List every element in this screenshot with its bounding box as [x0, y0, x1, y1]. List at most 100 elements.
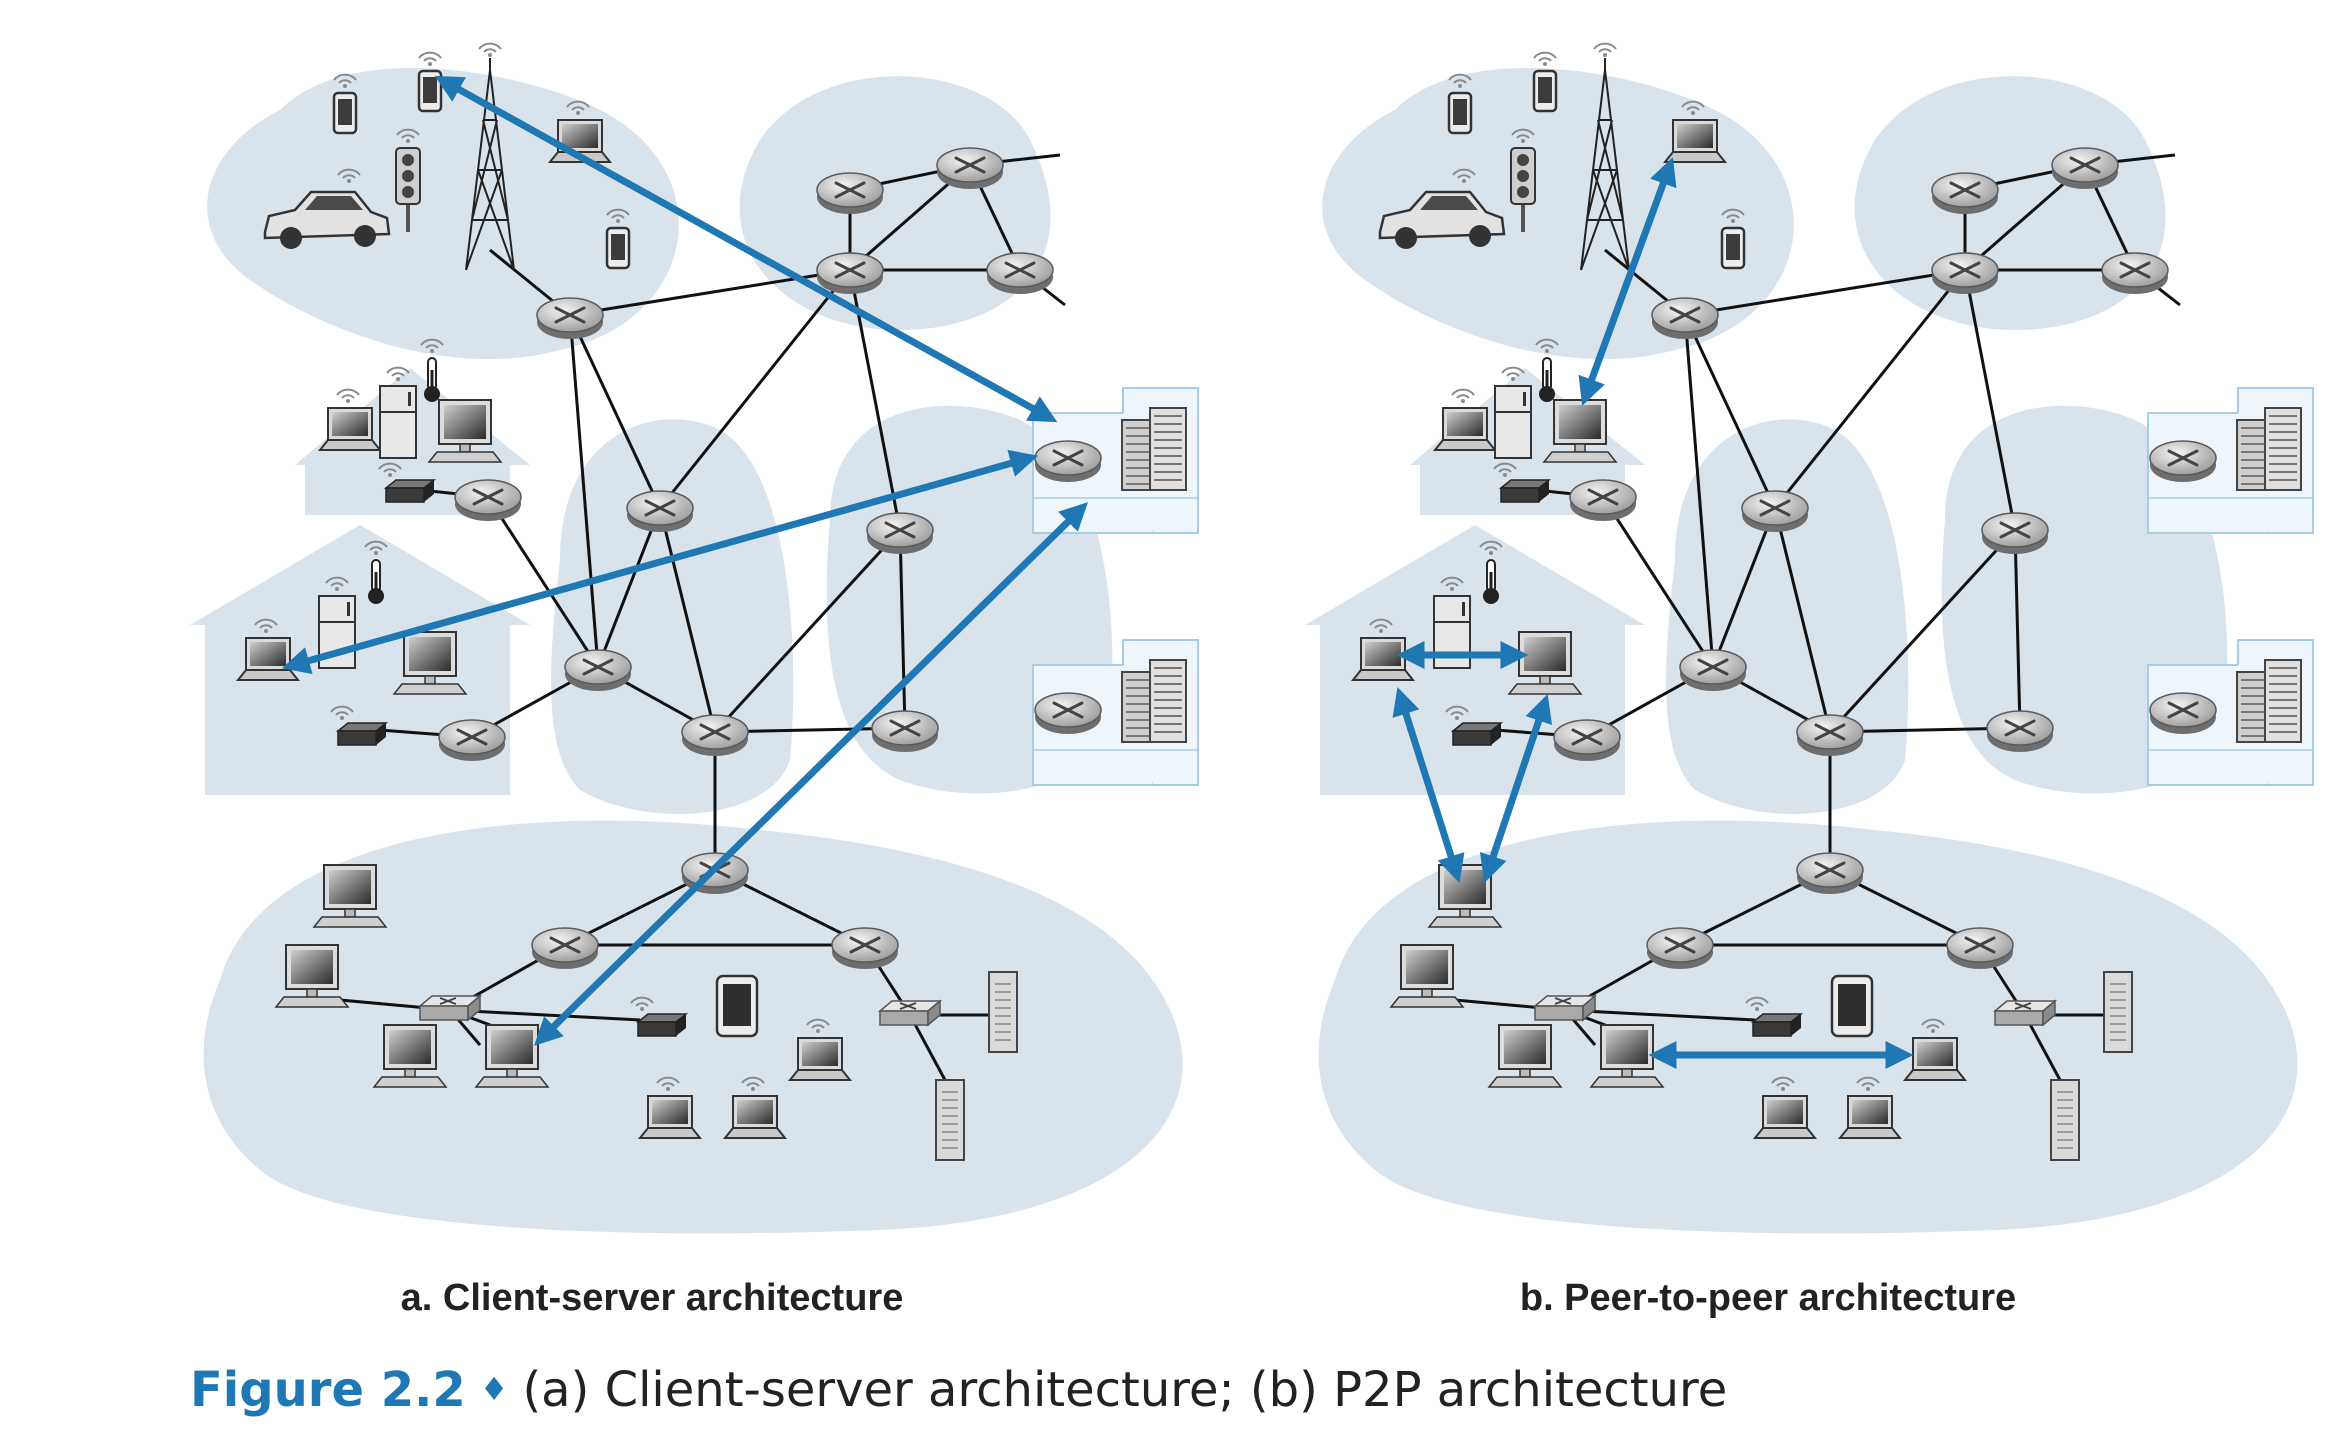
- router-icon: [564, 649, 632, 691]
- server-rack-icon: [1149, 659, 1187, 743]
- figure-text: (a) Client-server architecture; (b) P2P …: [522, 1362, 1728, 1418]
- router-icon: [1679, 649, 1747, 691]
- server-rack-icon: [2264, 659, 2302, 743]
- modem-icon: [1745, 996, 1804, 1037]
- laptop-icon: [1752, 1076, 1818, 1139]
- panel-peer-to-peer: [1305, 42, 2314, 1234]
- thermometer-icon: [1479, 540, 1503, 604]
- desktop-icon: [1487, 1024, 1563, 1088]
- datacenter-icon: [1032, 387, 1199, 534]
- desktop-icon: [474, 1024, 550, 1088]
- desktop-icon: [1389, 944, 1465, 1008]
- caption-peer-to-peer: b. Peer-to-peer architecture: [1520, 1277, 2016, 1319]
- desktop-icon: [274, 944, 350, 1008]
- desktop-icon: [1542, 399, 1618, 463]
- desktop-icon: [1589, 1024, 1665, 1088]
- router-icon: [871, 710, 939, 752]
- smartphone-icon: [417, 51, 443, 113]
- fridge-icon: [1494, 366, 1532, 459]
- router-icon: [1569, 479, 1637, 521]
- modem-icon: [1493, 462, 1552, 503]
- laptop-icon: [1902, 1018, 1968, 1081]
- router-icon: [2149, 692, 2217, 734]
- router-icon: [816, 172, 884, 214]
- figure-label: Figure 2.2: [190, 1362, 466, 1418]
- arrow-peer-desktop-to-enterprise-desktop: [1479, 694, 1553, 883]
- smartphone-icon: [1720, 208, 1746, 270]
- tablet-icon: [715, 974, 759, 1038]
- thermometer-icon: [1535, 338, 1559, 402]
- router-icon: [1931, 252, 1999, 294]
- router-icon: [2149, 440, 2217, 482]
- desktop-icon: [427, 399, 503, 463]
- router-icon: [681, 714, 749, 756]
- router-icon: [626, 490, 694, 532]
- figure-caption: Figure 2.2 ♦ (a) Client-server architectur…: [190, 1362, 1727, 1418]
- traffic-light-icon: [395, 128, 421, 232]
- datacenter-icon: [2147, 639, 2314, 786]
- desktop-icon: [1427, 864, 1503, 928]
- tablet-icon: [1830, 974, 1874, 1038]
- arrow-peer-laptop-to-enterprise-desktop: [1392, 686, 1465, 884]
- desktop-icon: [392, 631, 468, 695]
- caption-client-server: a. Client-server architecture: [401, 1277, 904, 1319]
- router-icon: [454, 479, 522, 521]
- arrow-server-to-enterprise-desktop: [534, 502, 1088, 1046]
- server-rack-icon: [1121, 419, 1155, 491]
- router-icon: [1796, 714, 1864, 756]
- laptop-icon: [637, 1076, 703, 1139]
- car-icon: [263, 168, 391, 249]
- desktop-icon: [372, 1024, 448, 1088]
- isp-region: [739, 76, 1051, 330]
- isp-region: [1666, 419, 1909, 814]
- router-icon: [1651, 297, 1719, 339]
- arrow-peer-laptop-to-home-desktop: [1578, 157, 1677, 406]
- switch-icon: [1532, 994, 1598, 1022]
- laptop-icon: [722, 1076, 788, 1139]
- router-icon: [1646, 927, 1714, 969]
- router-icon: [866, 512, 934, 554]
- server-tower-icon: [988, 971, 1018, 1053]
- laptop-icon: [1837, 1076, 1903, 1139]
- modem-icon: [330, 705, 389, 746]
- router-icon: [816, 252, 884, 294]
- router-icon: [1034, 440, 1102, 482]
- switch-icon: [1992, 999, 2058, 1027]
- smartphone-icon: [1447, 73, 1473, 135]
- router-icon: [831, 927, 899, 969]
- router-icon: [1553, 719, 1621, 761]
- panel-client-server: [190, 42, 1199, 1234]
- server-rack-icon: [2264, 407, 2302, 491]
- server-tower-icon: [935, 1079, 965, 1161]
- laptop-icon: [1432, 388, 1498, 451]
- switch-icon: [417, 994, 483, 1022]
- router-icon: [1981, 512, 2049, 554]
- router-icon: [1931, 172, 1999, 214]
- datacenter-icon: [2147, 387, 2314, 534]
- smartphone-icon: [1532, 51, 1558, 113]
- isp-region: [551, 419, 794, 814]
- switch-icon: [877, 999, 943, 1027]
- router-icon: [531, 927, 599, 969]
- server-rack-icon: [2236, 671, 2270, 743]
- car-icon: [1378, 168, 1506, 249]
- laptop-icon: [317, 388, 383, 451]
- traffic-light-icon: [1510, 128, 1536, 232]
- desktop-icon: [312, 864, 388, 928]
- server-rack-icon: [1149, 407, 1187, 491]
- router-icon: [536, 297, 604, 339]
- smartphone-icon: [332, 73, 358, 135]
- server-tower-icon: [2103, 971, 2133, 1053]
- router-icon: [438, 719, 506, 761]
- router-icon: [1741, 490, 1809, 532]
- desktop-icon: [1507, 631, 1583, 695]
- isp-region: [1854, 76, 2166, 330]
- router-icon: [2051, 147, 2119, 189]
- router-icon: [936, 147, 1004, 189]
- router-icon: [1946, 927, 2014, 969]
- router-icon: [986, 252, 1054, 294]
- router-icon: [1796, 852, 1864, 894]
- laptop-icon: [1662, 100, 1728, 163]
- diamond-icon: ♦: [479, 1370, 509, 1408]
